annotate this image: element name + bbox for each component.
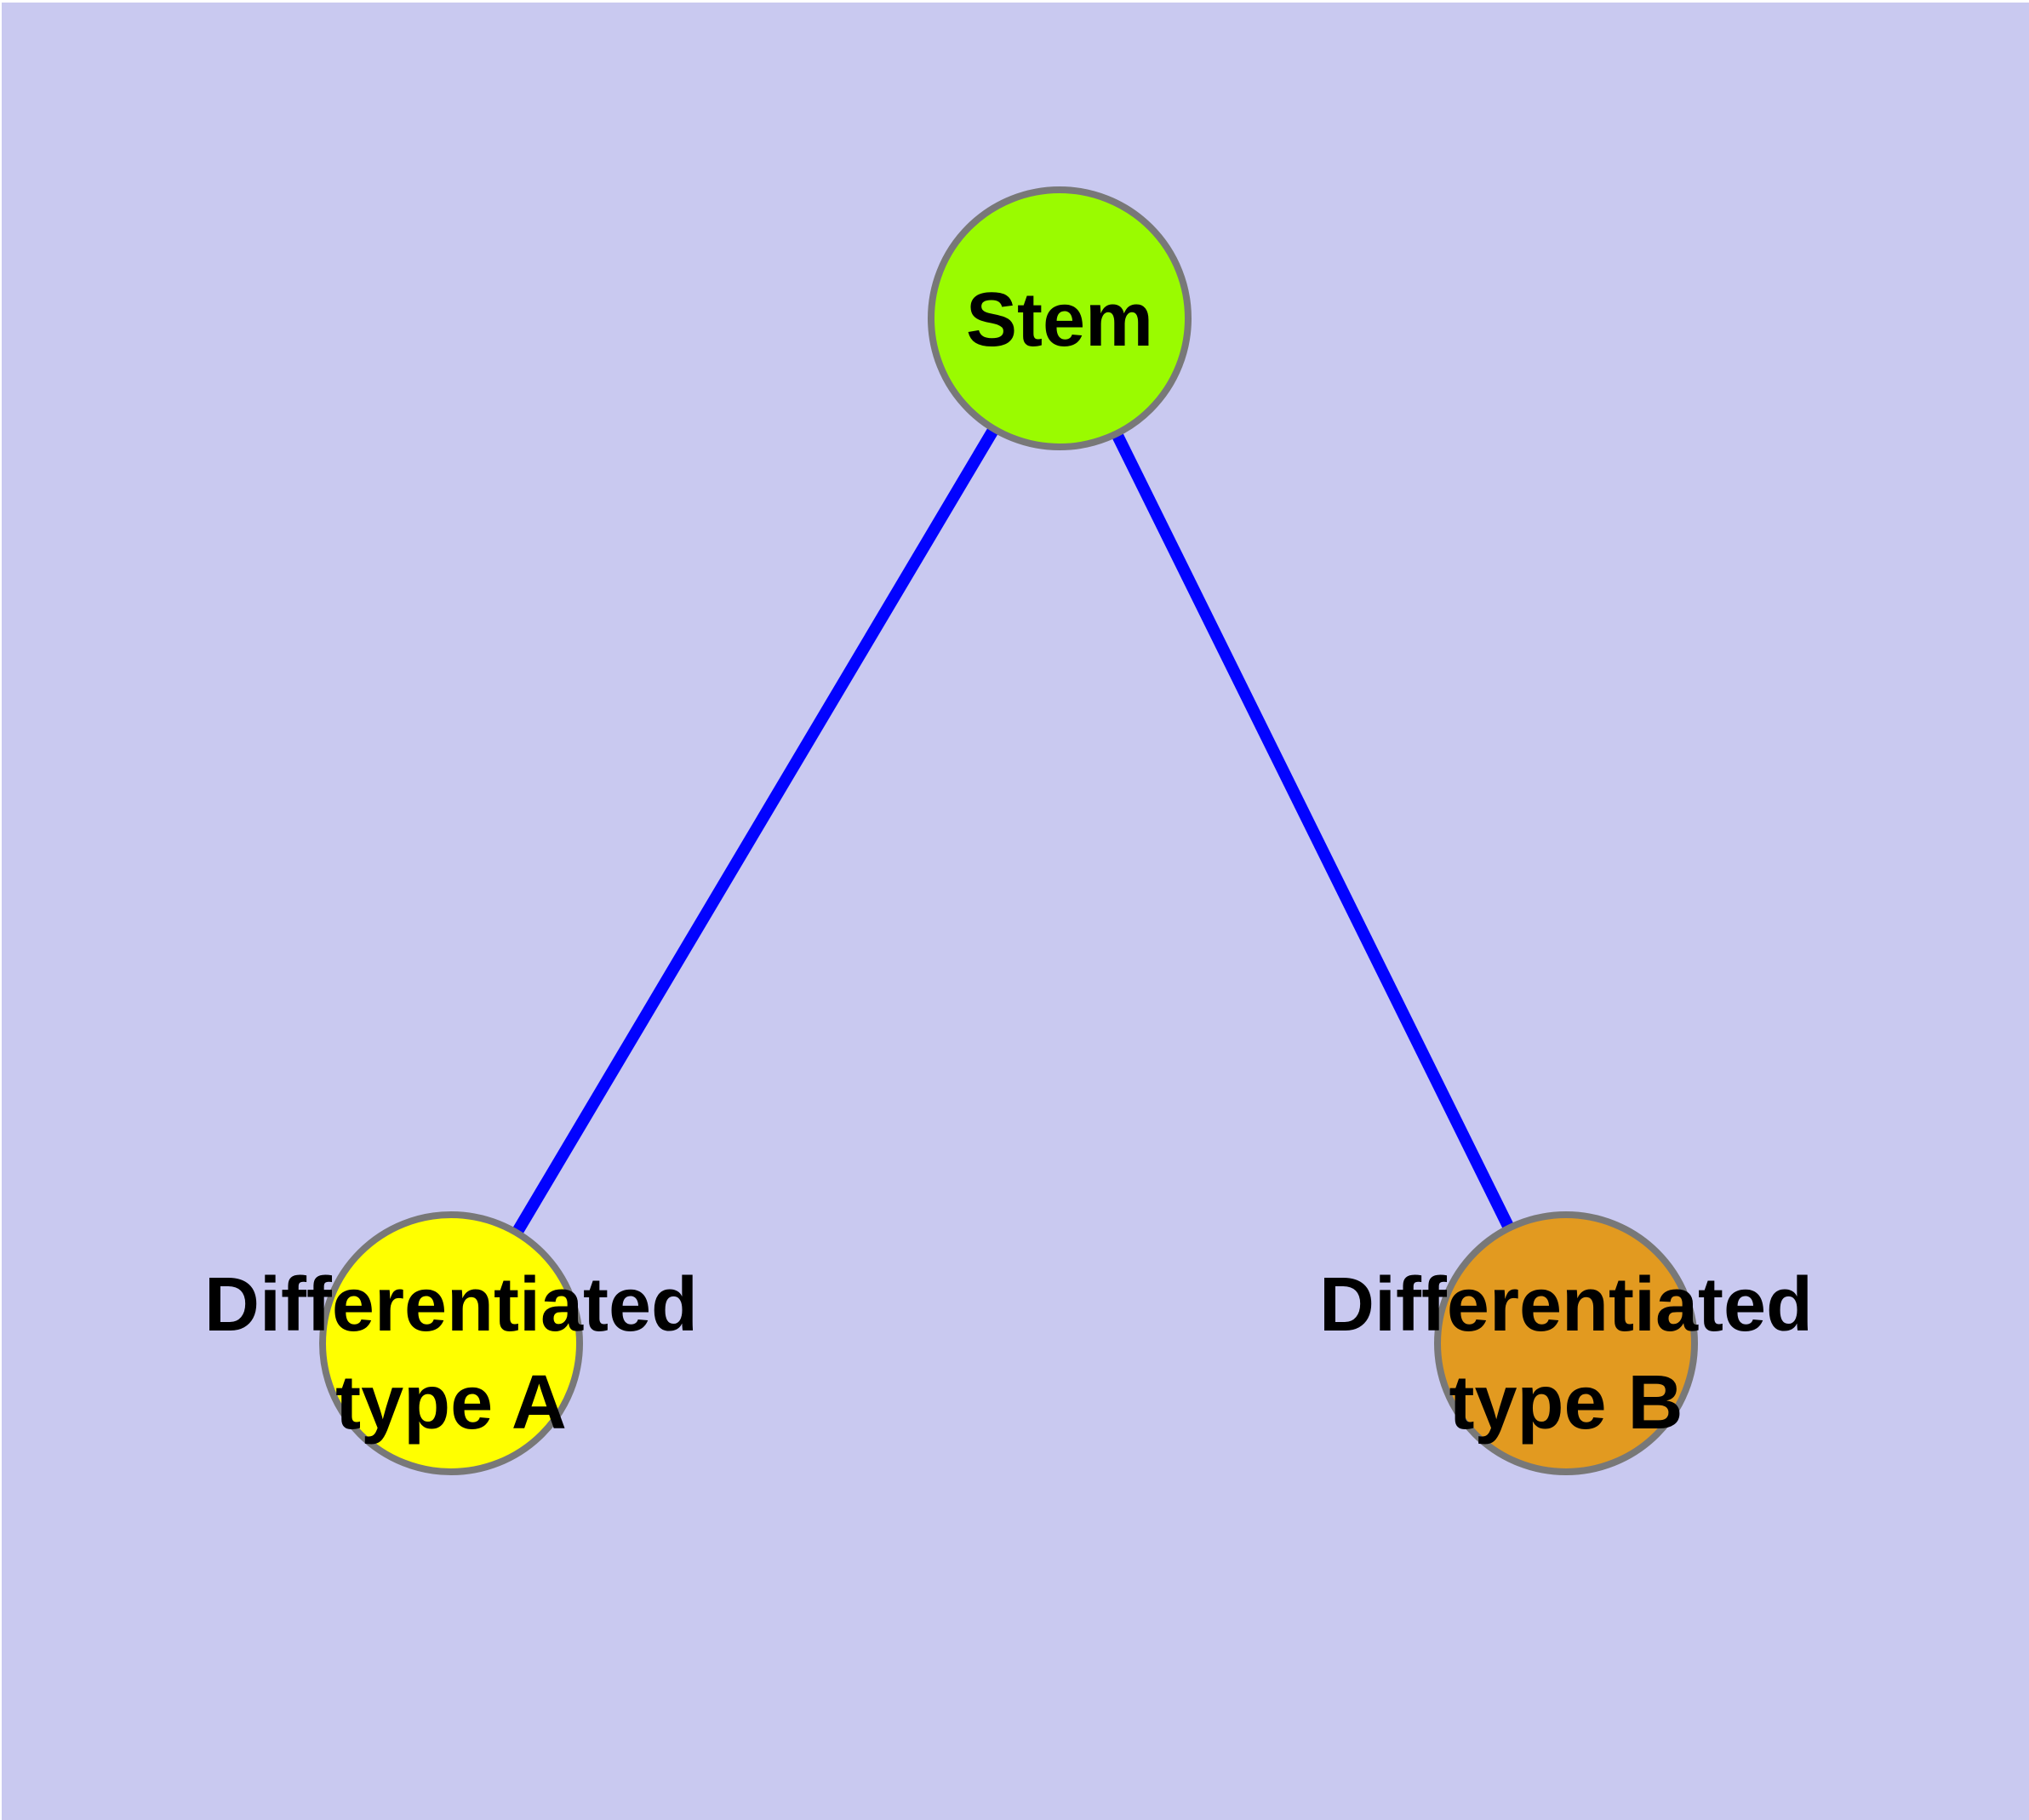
type-a-node	[319, 1211, 583, 1475]
type-a-label-line2: type A	[335, 1360, 567, 1445]
edge-stem-to-type-b	[1054, 315, 1572, 1347]
type-b-node	[1434, 1211, 1698, 1475]
stem-node-label: Stem	[966, 278, 1153, 363]
stem-node	[928, 186, 1192, 450]
type-b-label-line1: Differentiated	[1319, 1262, 1813, 1348]
edge-stem-to-type-a	[445, 315, 1066, 1347]
type-a-label-line1: Differentiated	[204, 1262, 698, 1348]
type-b-label-line2: type B	[1449, 1360, 1683, 1445]
